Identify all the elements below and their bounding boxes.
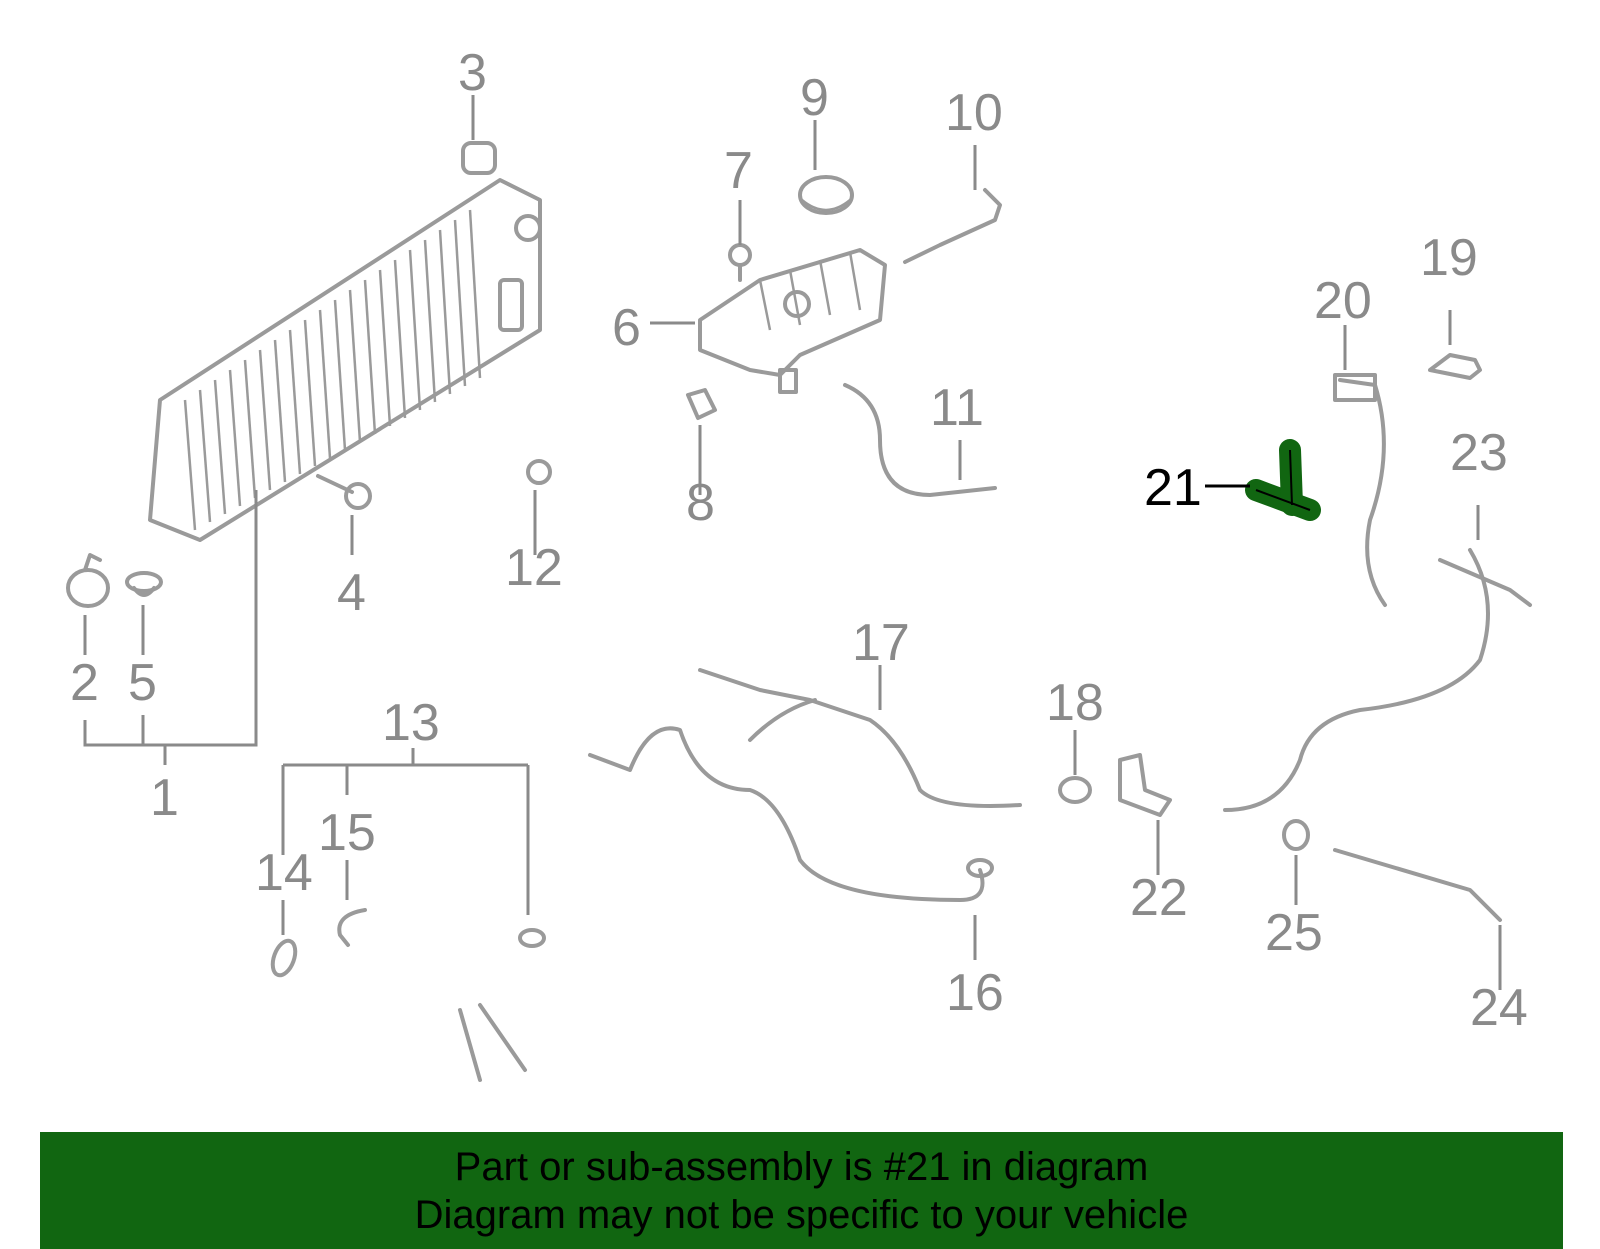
hose-part-11[interactable]	[843, 383, 997, 497]
clip-part-8[interactable]	[686, 388, 717, 420]
heater-hose-part-16[interactable]	[588, 726, 994, 902]
callout-1: 1	[150, 769, 179, 827]
callout-3: 3	[458, 44, 487, 102]
callout-23: 23	[1450, 424, 1508, 482]
parts-diagram: 1 2 3 4 5 6 7 8 9 10 11 12 13 14 15 16 1…	[66, 44, 1532, 1082]
callout-25: 25	[1265, 904, 1323, 962]
callout-21: 21	[1144, 459, 1202, 517]
bracket-part-2[interactable]	[66, 553, 110, 608]
callout-19: 19	[1420, 229, 1478, 287]
heater-hose-part-17[interactable]	[698, 668, 1022, 808]
clamp-part-25[interactable]	[1282, 819, 1310, 851]
hose-part-20[interactable]	[1333, 373, 1387, 607]
callout-14: 14	[255, 844, 313, 902]
callout-4: 4	[337, 564, 366, 622]
bushing-part-3[interactable]	[461, 141, 497, 175]
banner-part-note: Part or sub-assembly is #21 in diagram	[454, 1144, 1149, 1189]
banner-disclaimer: Diagram may not be specific to your vehi…	[414, 1192, 1189, 1237]
leader-lines	[83, 95, 1502, 990]
callout-15: 15	[318, 804, 376, 862]
callout-18: 18	[1046, 674, 1104, 732]
hose-part-10[interactable]	[903, 188, 1002, 264]
lower-hose-part-13[interactable]	[309, 928, 546, 1082]
hose-part-23[interactable]	[1223, 548, 1532, 812]
clip-part-15[interactable]	[337, 908, 367, 947]
callout-11: 11	[930, 379, 984, 437]
callout-17: 17	[852, 614, 910, 672]
callout-9: 9	[800, 69, 829, 127]
tube-part-24[interactable]	[1333, 848, 1502, 922]
callout-24: 24	[1470, 979, 1528, 1037]
callout-22: 22	[1130, 869, 1188, 927]
callout-labels: 1 2 3 4 5 6 7 8 9 10 11 12 13 14 15 16 1…	[70, 44, 1528, 1037]
radiator-part[interactable]	[148, 178, 542, 542]
callout-13: 13	[382, 694, 440, 752]
callout-2: 2	[70, 654, 99, 712]
callout-8: 8	[686, 474, 715, 532]
callout-20: 20	[1314, 272, 1372, 330]
grommet-part-5[interactable]	[125, 571, 163, 597]
connector-part-22[interactable]	[1118, 753, 1172, 817]
clamp-part-18[interactable]	[1058, 776, 1092, 804]
callout-10: 10	[945, 84, 1003, 142]
info-banner: Part or sub-assembly is #21 in diagram D…	[40, 1132, 1563, 1249]
bolt-part-7[interactable]	[728, 243, 752, 282]
callout-12: 12	[505, 539, 563, 597]
o-ring-part-14[interactable]	[268, 938, 299, 979]
callout-5: 5	[128, 654, 157, 712]
bolt-part-4[interactable]	[316, 474, 372, 510]
bracket-part-19[interactable]	[1428, 353, 1482, 380]
callout-16: 16	[946, 964, 1004, 1022]
reservoir-part-6[interactable]	[698, 248, 887, 394]
upper-hose-part-12[interactable]	[526, 264, 581, 485]
cap-part-9[interactable]	[798, 175, 854, 215]
callout-6: 6	[612, 299, 641, 357]
tee-fitting-part-21[interactable]	[1245, 439, 1321, 521]
callout-7: 7	[724, 142, 753, 200]
